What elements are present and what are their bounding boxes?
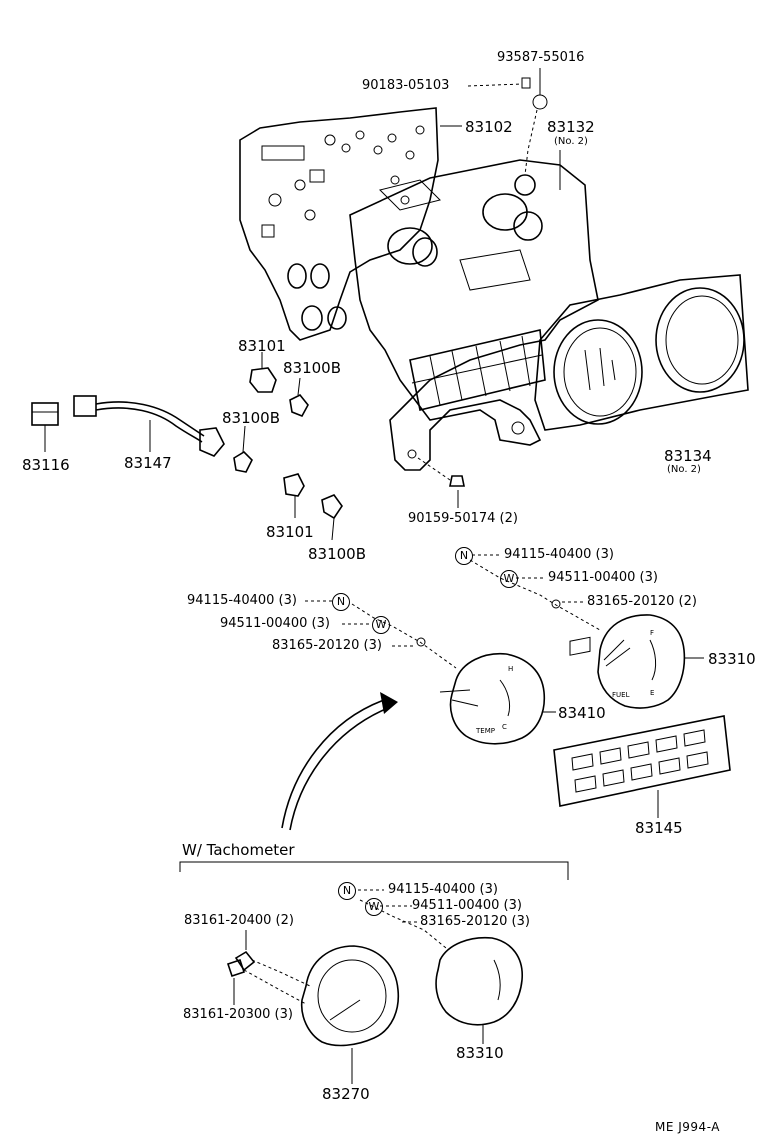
combo-gauge-tach <box>359 899 523 1044</box>
washer-w-tach-icon: W <box>365 898 383 916</box>
label-94511-fuel: 94511-00400 (3) <box>548 570 658 585</box>
label-94115-fuel: 94115-40400 (3) <box>504 547 614 562</box>
meter-hood <box>534 274 749 431</box>
indicator-plate-83145 <box>553 636 731 818</box>
bulb-socket-upper <box>249 352 277 393</box>
temp-h: H <box>508 665 514 673</box>
reference-code: ME J994-A <box>655 1120 720 1134</box>
label-83310-fuel: 83310 <box>708 650 756 668</box>
label-90159-50174: 90159-50174 (2) <box>408 511 518 526</box>
label-94115-temp: 94115-40400 (3) <box>187 593 297 608</box>
label-83116: 83116 <box>22 456 70 474</box>
fuel-word: FUEL <box>612 691 630 699</box>
printed-circuit-plate <box>239 107 439 341</box>
label-83161-20400: 83161-20400 (2) <box>184 913 294 928</box>
fuel-f: F <box>650 629 655 637</box>
label-90183-05103: 90183-05103 <box>362 78 450 93</box>
tachometer <box>226 930 400 1084</box>
label-83102: 83102 <box>465 118 513 136</box>
label-94511-tach: 94511-00400 (3) <box>412 898 522 913</box>
label-93587-55016: 93587-55016 <box>497 50 585 65</box>
label-83101-upper: 83101 <box>238 337 286 355</box>
temp-word: TEMP <box>476 727 495 735</box>
label-83147: 83147 <box>124 454 172 472</box>
label-83132: 83132 <box>547 118 595 136</box>
label-83100b-middle: 83100B <box>222 409 281 427</box>
label-83101-lower: 83101 <box>266 523 314 541</box>
clip-90183-icon <box>521 77 531 89</box>
bulb-lower <box>321 494 343 541</box>
nut-n-tach-icon: N <box>338 882 356 900</box>
washer-w-temp-icon: W <box>372 616 390 634</box>
label-83132-no: (No. 2) <box>554 136 588 147</box>
label-83410: 83410 <box>558 704 606 722</box>
label-94511-temp: 94511-00400 (3) <box>220 616 330 631</box>
meter-housing <box>349 159 599 471</box>
bulb-middle <box>233 425 253 473</box>
label-83165-fuel: 83165-20120 (2) <box>587 594 697 609</box>
nut-n-icon: N <box>455 547 473 565</box>
curved-arrow-icon <box>281 692 398 831</box>
label-83100b-upper: 83100B <box>283 359 342 377</box>
connector-83116 <box>31 402 59 452</box>
tach-section-title: W/ Tachometer <box>182 841 295 859</box>
temp-c: C <box>502 723 507 731</box>
temp-gauge <box>351 603 556 745</box>
label-83165-temp: 83165-20120 (3) <box>272 638 382 653</box>
fuel-gauge <box>469 559 704 709</box>
fuel-e: E <box>650 689 655 697</box>
label-83270: 83270 <box>322 1085 370 1103</box>
label-83134: 83134 <box>664 447 712 465</box>
tach-bracket <box>179 861 569 880</box>
nut-n-temp-icon: N <box>332 593 350 611</box>
label-83165-tach: 83165-20120 (3) <box>420 914 530 929</box>
label-83145: 83145 <box>635 819 683 837</box>
wire-harness-83147 <box>73 395 225 457</box>
s-washer-icon <box>532 94 548 110</box>
label-94115-tach: 94115-40400 (3) <box>388 882 498 897</box>
screw-90159 <box>417 457 465 508</box>
label-83310-tach: 83310 <box>456 1044 504 1062</box>
label-83134-no: (No. 2) <box>667 464 701 475</box>
washer-w-icon: W <box>500 570 518 588</box>
label-83100b-lower: 83100B <box>308 545 367 563</box>
bulb-socket-lower <box>283 473 305 518</box>
bulb-upper <box>289 377 309 418</box>
label-83161-20300: 83161-20300 (3) <box>183 1007 293 1022</box>
